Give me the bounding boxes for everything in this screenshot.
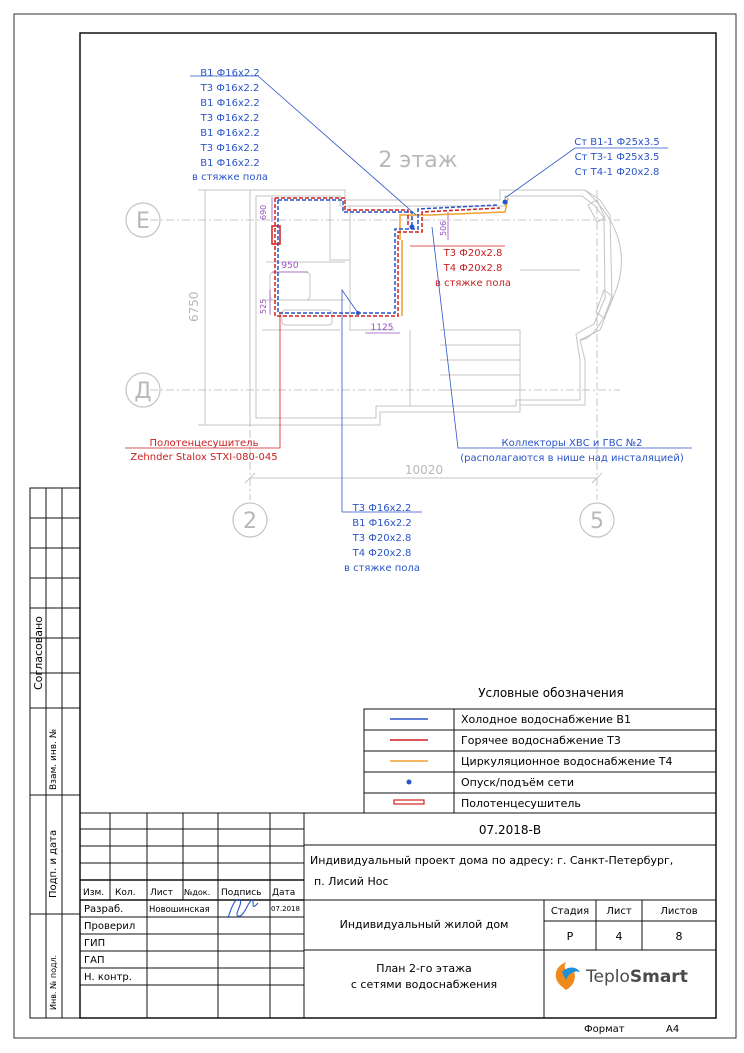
leader-lines bbox=[125, 75, 692, 513]
stage-header: Стадия bbox=[551, 906, 589, 917]
legend-title: Условные обозначения bbox=[478, 686, 624, 700]
callout-towel-1: Zehnder Stalox STXI-080-045 bbox=[130, 452, 277, 463]
callout-mid-red: Т3 Ф20х2.8 Т4 Ф20х2.8 в стяжке пола bbox=[435, 248, 511, 289]
stamp-project-2: п. Лисий Нос bbox=[314, 875, 389, 888]
role-norm: Н. контр. bbox=[84, 972, 132, 983]
callout-tl-0: В1 Ф16х2.2 bbox=[200, 68, 260, 79]
legend-labels: Холодное водоснабжение В1 Горячее водосн… bbox=[461, 713, 673, 810]
legend-swatch-riser bbox=[406, 779, 412, 785]
dim-width: 10020 bbox=[405, 463, 443, 477]
side-label-sign-date: Подп. и дата bbox=[48, 830, 59, 898]
role-dev: Разраб. bbox=[84, 904, 123, 915]
stamp-sheet-title-2: с сетями водоснабжения bbox=[351, 978, 497, 991]
legend-swatch-towel bbox=[393, 799, 425, 805]
company-logo-icon bbox=[555, 962, 580, 990]
callout-tr-0: Ст В1-1 Ф25х3.5 bbox=[574, 137, 660, 148]
callout-b-2: Т3 Ф20х2.8 bbox=[352, 533, 412, 544]
legend-item-2: Циркуляционное водоснабжение Т4 bbox=[461, 755, 673, 768]
callout-top-right: Ст В1-1 Ф25х3.5 Ст Т3-1 Ф25х3.5 Ст Т4-1 … bbox=[574, 137, 660, 178]
company-name: TeploSmart bbox=[585, 967, 688, 987]
col-header-sign: Подпись bbox=[221, 888, 261, 898]
legend-item-0: Холодное водоснабжение В1 bbox=[461, 713, 631, 726]
callout-tl-7: в стяжке пола bbox=[192, 172, 268, 183]
role-gip: ГИП bbox=[84, 938, 105, 949]
side-label-replace: Взам. инв. № bbox=[49, 729, 59, 790]
role-check: Проверил bbox=[84, 921, 135, 932]
developer-date: 07.2018 bbox=[271, 905, 300, 913]
callout-coll-1: (располагаются в нише над инсталяцией) bbox=[460, 453, 684, 464]
dim-690: 690 bbox=[259, 205, 268, 220]
callout-tl-3: Т3 Ф16х2.2 bbox=[200, 113, 260, 124]
stamp-object: Индивидуальный жилой дом bbox=[340, 918, 509, 931]
small-dims bbox=[269, 197, 449, 334]
col-header-date: Дата bbox=[272, 888, 295, 898]
callout-b-1: В1 Ф16х2.2 bbox=[352, 518, 412, 529]
legend-item-3: Опуск/подъём сети bbox=[461, 776, 574, 789]
axis-label-2: 2 bbox=[243, 509, 257, 534]
dim-506: 506 bbox=[439, 221, 448, 236]
callout-tl-2: В1 Ф16х2.2 bbox=[200, 98, 260, 109]
title-block-headers: Изм. Кол. Лист №док. Подпись Дата bbox=[83, 888, 295, 898]
company-name-smart: Smart bbox=[630, 967, 688, 987]
callout-tr-2: Ст Т4-1 Ф20х2.8 bbox=[575, 167, 660, 178]
callout-b-4: в стяжке пола bbox=[344, 563, 420, 574]
side-label-inv: Инв. № подл. bbox=[49, 955, 58, 1010]
title-block-roles: Разраб. Проверил ГИП ГАП Н. контр. bbox=[84, 904, 135, 983]
callout-bottom: Т3 Ф16х2.2 В1 Ф16х2.2 Т3 Ф20х2.8 Т4 Ф20х… bbox=[344, 503, 420, 574]
signature bbox=[227, 898, 259, 919]
stamp-sheet-title-1: План 2-го этажа bbox=[376, 962, 472, 975]
callout-tl-6: В1 Ф16х2.2 bbox=[200, 158, 260, 169]
col-header-list: Лист bbox=[150, 888, 173, 898]
callout-mr-1: Т4 Ф20х2.8 bbox=[443, 263, 503, 274]
sheets-header: Листов bbox=[660, 906, 697, 917]
company-name-teplo: Teplo bbox=[585, 967, 630, 987]
axis-label-5: 5 bbox=[590, 509, 604, 534]
side-label-agreed: Согласовано bbox=[32, 616, 45, 690]
callout-b-0: Т3 Ф16х2.2 bbox=[352, 503, 412, 514]
title-block bbox=[79, 812, 717, 1019]
col-header-izm: Изм. bbox=[83, 888, 104, 898]
callout-towel-0: Полотенцесушитель bbox=[150, 438, 259, 449]
callout-tl-4: В1 Ф16х2.2 bbox=[200, 128, 260, 139]
callout-mr-2: в стяжке пола bbox=[435, 278, 511, 289]
callout-tr-1: Ст Т3-1 Ф25х3.5 bbox=[575, 152, 660, 163]
dim-height: 6750 bbox=[187, 291, 201, 322]
col-header-doc: №док. bbox=[184, 888, 210, 897]
format-label: Формат bbox=[584, 1024, 625, 1035]
axis-label-e: Е bbox=[136, 209, 150, 234]
legend-item-1: Горячее водоснабжение Т3 bbox=[461, 734, 621, 747]
outer-border bbox=[13, 13, 737, 1039]
dim-950: 950 bbox=[281, 261, 298, 271]
towel-warmer-symbol bbox=[271, 225, 281, 245]
floor-title: 2 этаж bbox=[378, 148, 457, 173]
callout-tl-1: Т3 Ф16х2.2 bbox=[200, 83, 260, 94]
callout-collectors: Коллекторы ХВС и ГВС №2 (располагаются в… bbox=[460, 438, 684, 464]
legend-item-4: Полотенцесушитель bbox=[461, 797, 581, 810]
callout-towel: Полотенцесушитель Zehnder Stalox STXI-08… bbox=[130, 438, 277, 463]
stamp-code: 07.2018-В bbox=[479, 823, 541, 837]
developer-name: Новошинская bbox=[149, 905, 210, 915]
callout-tl-5: Т3 Ф16х2.2 bbox=[200, 143, 260, 154]
callout-b-3: Т4 Ф20х2.8 bbox=[352, 548, 412, 559]
sheet-value: 4 bbox=[616, 930, 623, 943]
stamp-project: Индивидуальный проект дома по адресу: г.… bbox=[310, 854, 673, 867]
dim-525: 525 bbox=[259, 299, 268, 314]
role-gap: ГАП bbox=[84, 955, 104, 966]
callout-top-left: В1 Ф16х2.2 Т3 Ф16х2.2 В1 Ф16х2.2 Т3 Ф16х… bbox=[192, 68, 268, 183]
callout-mr-0: Т3 Ф20х2.8 bbox=[443, 248, 503, 259]
axis-markers bbox=[125, 202, 615, 538]
format-value: А4 bbox=[666, 1024, 679, 1035]
stage-value: Р bbox=[567, 930, 574, 943]
dim-1125: 1125 bbox=[371, 323, 394, 333]
sheet-header: Лист bbox=[606, 906, 632, 917]
pipe-network bbox=[274, 197, 509, 317]
sheets-value: 8 bbox=[676, 930, 683, 943]
col-header-kol: Кол. bbox=[115, 888, 136, 898]
axis-label-d: Д bbox=[134, 379, 151, 404]
callout-coll-0: Коллекторы ХВС и ГВС №2 bbox=[502, 438, 643, 449]
